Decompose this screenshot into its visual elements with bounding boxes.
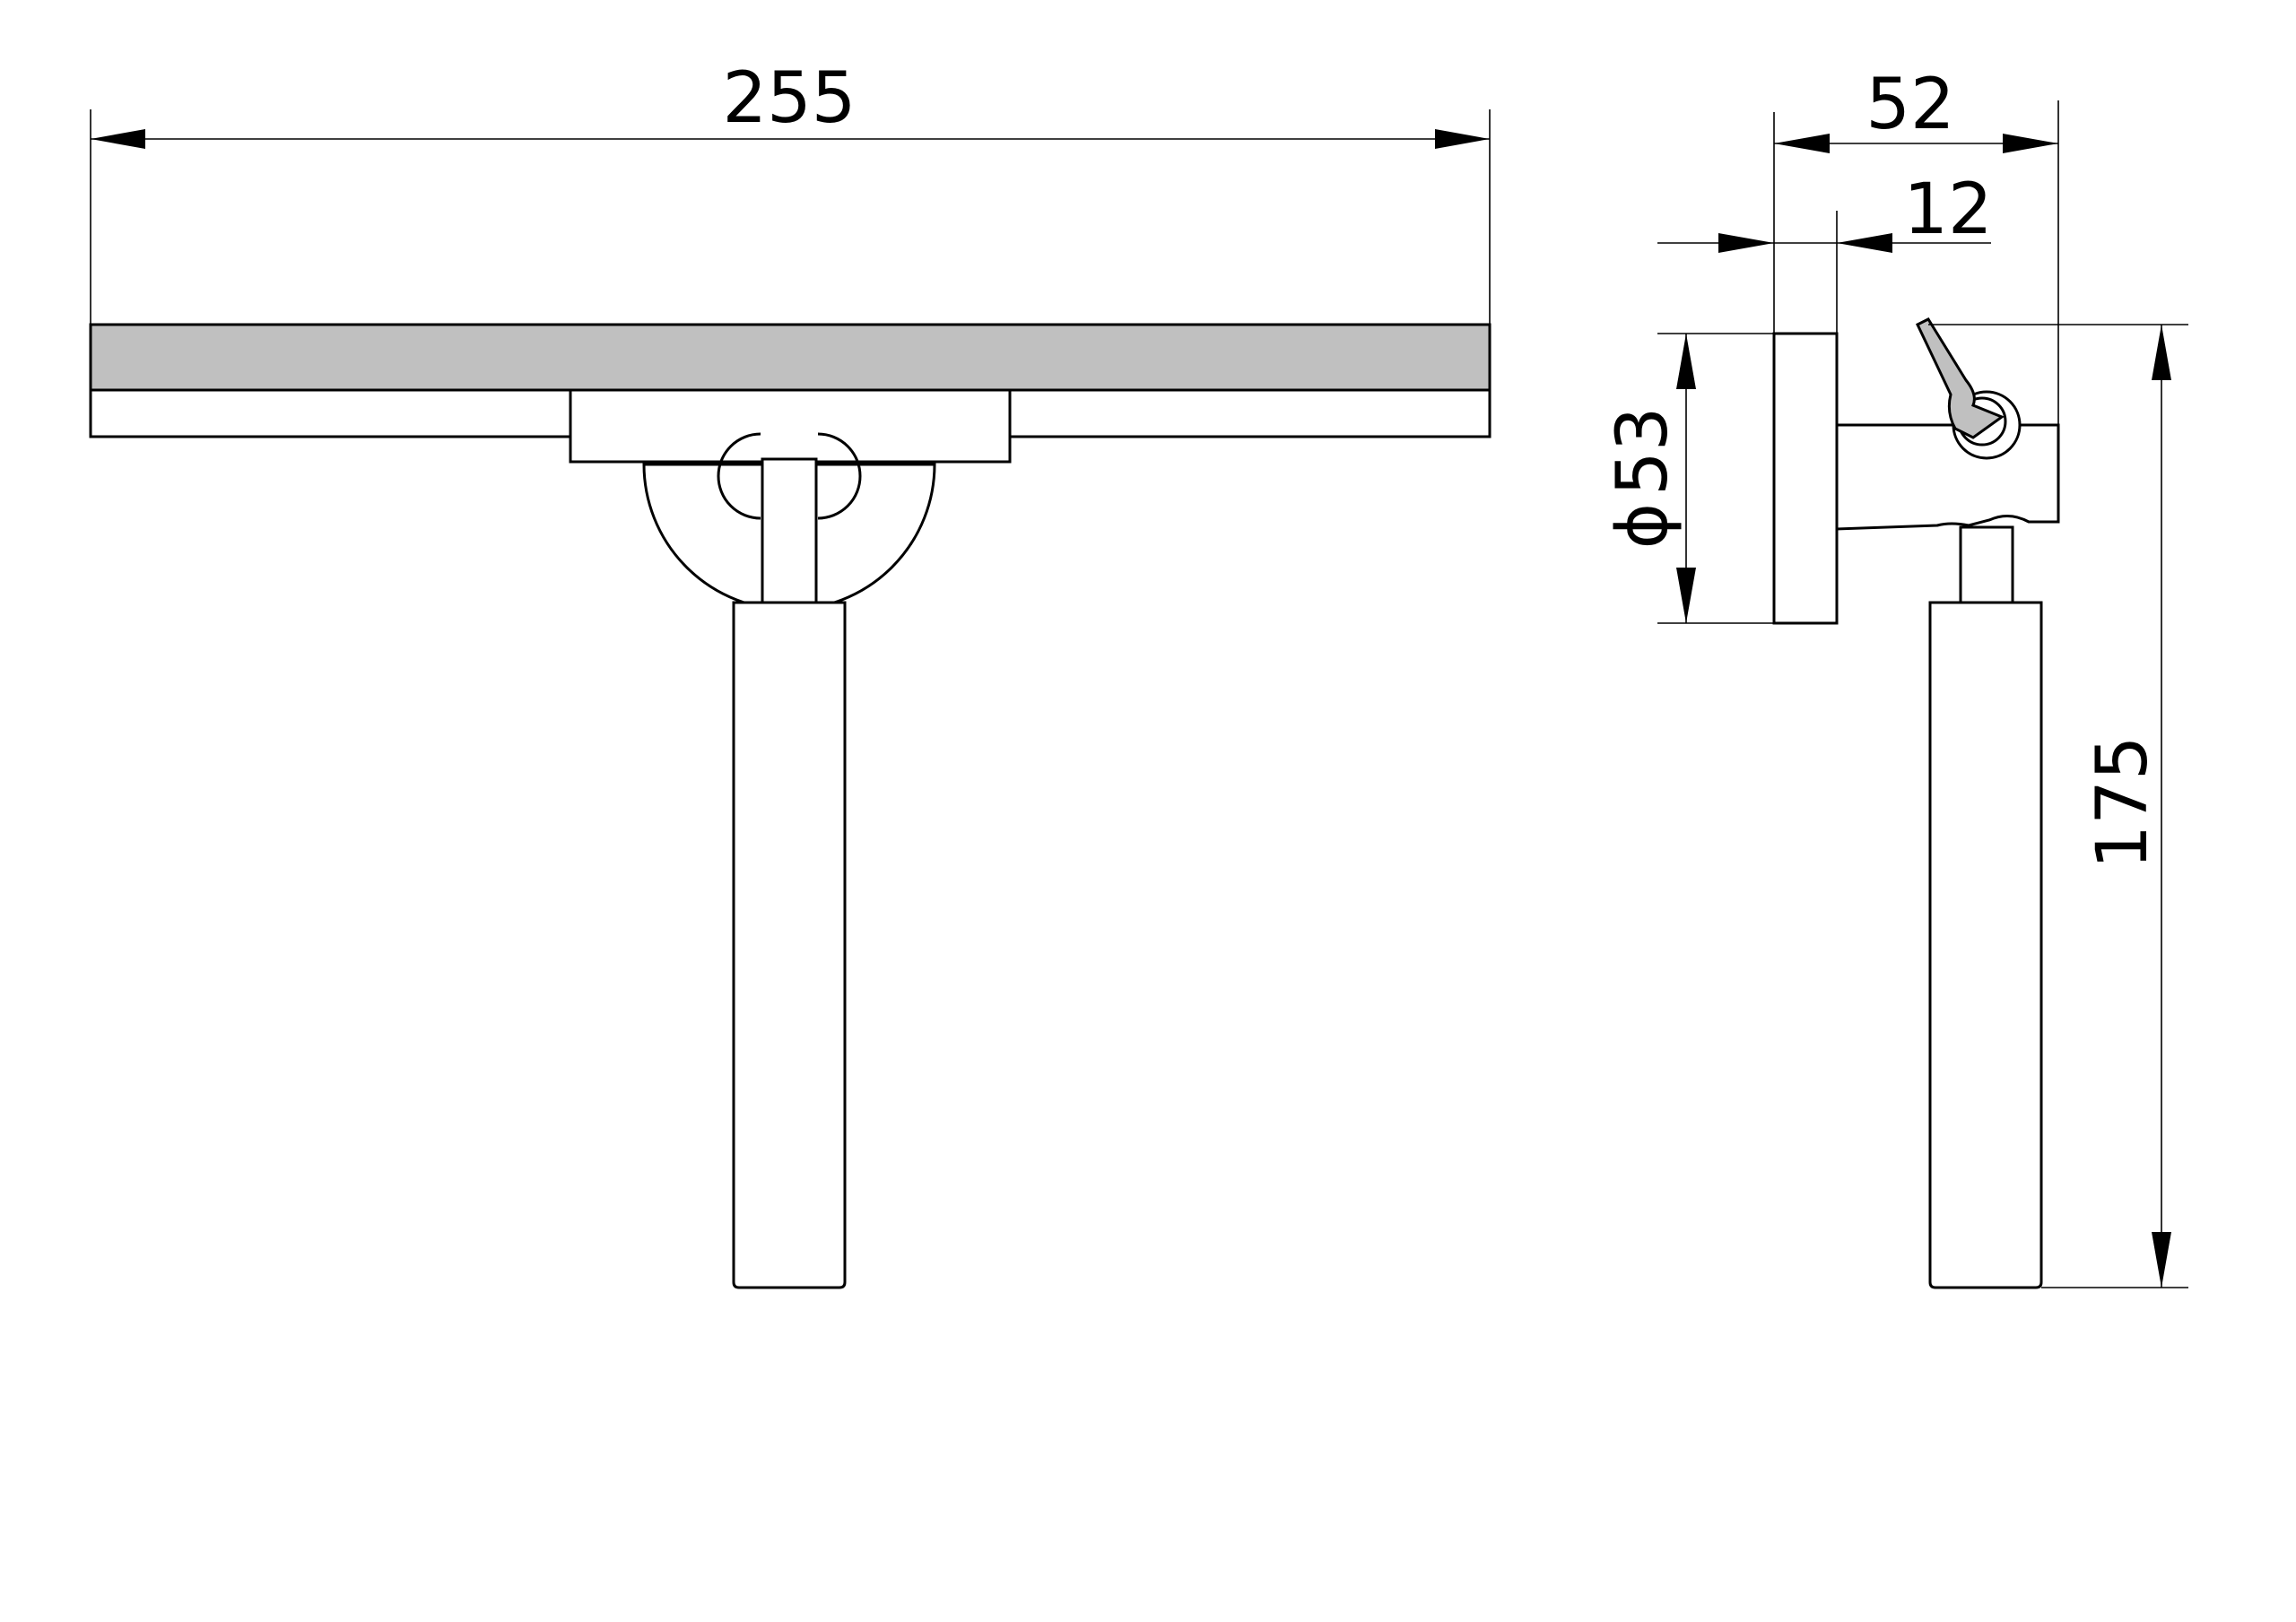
side-stem xyxy=(1959,525,2014,604)
front-view xyxy=(89,323,1492,1289)
front-hinge-left xyxy=(717,432,761,520)
dimension-side-depth: 52 xyxy=(1773,65,2059,425)
dimension-overall-height: 175 xyxy=(1928,324,2188,1288)
dimension-label-thickness: 12 xyxy=(1903,169,1992,250)
dimension-overall-width: 255 xyxy=(90,58,1491,325)
front-handle xyxy=(732,601,847,1289)
side-blade xyxy=(1916,317,2005,439)
side-mount-plate xyxy=(1772,332,1839,625)
dimension-label-width: 255 xyxy=(723,58,857,139)
front-center-block xyxy=(569,388,1012,464)
dimension-mount-diameter: ϕ53 xyxy=(1603,333,1774,624)
front-hinge-right xyxy=(817,432,862,520)
dimension-label-depth: 52 xyxy=(1866,65,1954,145)
dimension-label-height: 175 xyxy=(2083,736,2163,870)
dimension-blade-thickness: 12 xyxy=(1657,169,1993,334)
side-view xyxy=(1772,317,2060,1289)
front-stem xyxy=(761,457,818,604)
side-arm xyxy=(1835,423,2060,531)
front-blade xyxy=(89,323,1492,392)
side-handle xyxy=(1928,601,2043,1289)
dimension-label-diameter: ϕ53 xyxy=(1603,407,1683,550)
